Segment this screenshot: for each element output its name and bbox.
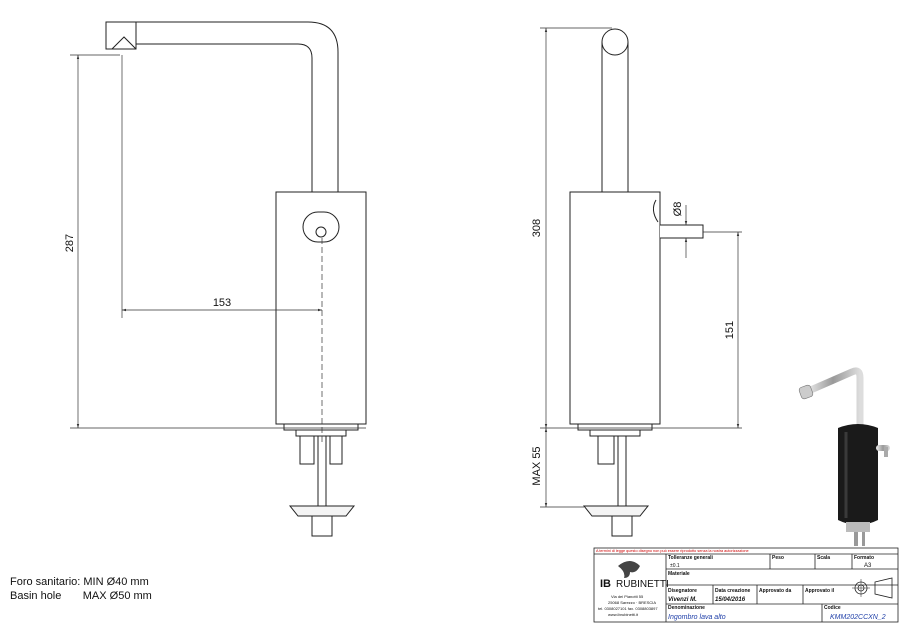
format-value: A3: [864, 563, 872, 569]
dim-max-shank: MAX 55: [531, 446, 543, 485]
front-base-collar: [295, 429, 347, 437]
side-handle-lever: [660, 224, 704, 239]
dim-height-side: 308: [531, 219, 543, 237]
side-base-ring: [577, 423, 653, 431]
address-line-1: Via dei Pianotti 55: [611, 594, 644, 599]
code-value: KMM202CCXN_2: [830, 614, 886, 621]
designer-value: Vivenzi M.: [668, 597, 697, 603]
render-spout-tip: [798, 384, 814, 400]
address-line-4: www.ibrubinetti.it: [608, 612, 639, 617]
name-label: Denominazione: [668, 605, 705, 611]
front-fixing-plate: [288, 505, 356, 517]
front-spout-outline: [106, 21, 339, 192]
name-value: Ingombro lava alto: [668, 614, 726, 621]
date-value: 15/04/2016: [715, 597, 746, 603]
basin-hole-note-line-2: Basin hole MAX Ø50 mm: [10, 590, 152, 602]
scale-label: Scala: [817, 555, 830, 561]
address-line-3: tel. 0308027101 fax. 0308803897: [598, 606, 658, 611]
front-spout-tip: [105, 21, 137, 50]
front-base-ring: [283, 423, 359, 431]
address-line-2: 25068 Sarezzo · BRESCIA: [608, 600, 656, 605]
basin-hole-note-line-1: Foro sanitario: MIN Ø40 mm: [10, 576, 149, 588]
brand-ib: IB: [600, 578, 611, 590]
front-fixing-nut: [311, 515, 333, 537]
approved-on-label: Approvato il: [805, 588, 835, 594]
title-block-warning: A termini di legge questo disegno non pu…: [596, 549, 749, 553]
front-view: [105, 21, 367, 537]
side-spout-end: [601, 28, 629, 56]
front-handle-center: [315, 226, 327, 238]
dim-reach: 153: [213, 297, 231, 309]
tolerance-value: ±0.1: [670, 563, 680, 569]
date-label: Data creazione: [715, 588, 751, 594]
designer-label: Disegnatore: [668, 588, 697, 594]
dim-handle-height: 151: [724, 321, 736, 339]
side-body: [569, 191, 661, 425]
front-dimensions: [70, 54, 366, 445]
side-dimensions: [540, 27, 742, 508]
faucet-3d-render: [798, 367, 890, 546]
dim-height-front: 287: [64, 234, 76, 252]
side-shank: [597, 435, 615, 465]
render-spout: [802, 367, 864, 434]
front-shank-right: [329, 435, 343, 465]
title-block: [593, 547, 899, 623]
approved-by-label: Approvato da: [759, 588, 791, 594]
brand-rubinetti: RUBINETTI: [616, 579, 669, 590]
tolerance-label: Tolleranze generali: [668, 555, 714, 561]
side-fixing-nut: [611, 515, 633, 537]
render-base: [846, 522, 870, 532]
side-view: [569, 28, 704, 537]
weight-label: Peso: [772, 555, 784, 561]
side-base-collar: [589, 429, 641, 437]
brand-logo-icon: [618, 561, 640, 578]
front-shank-left: [299, 435, 315, 465]
side-fixing-plate: [582, 505, 650, 517]
format-label: Formato: [854, 555, 874, 561]
render-body: [838, 424, 878, 525]
front-aerator: [111, 36, 137, 50]
material-label: Materiale: [668, 571, 690, 577]
dim-spout-diameter: Ø8: [672, 202, 684, 217]
code-label: Codice: [824, 605, 841, 611]
